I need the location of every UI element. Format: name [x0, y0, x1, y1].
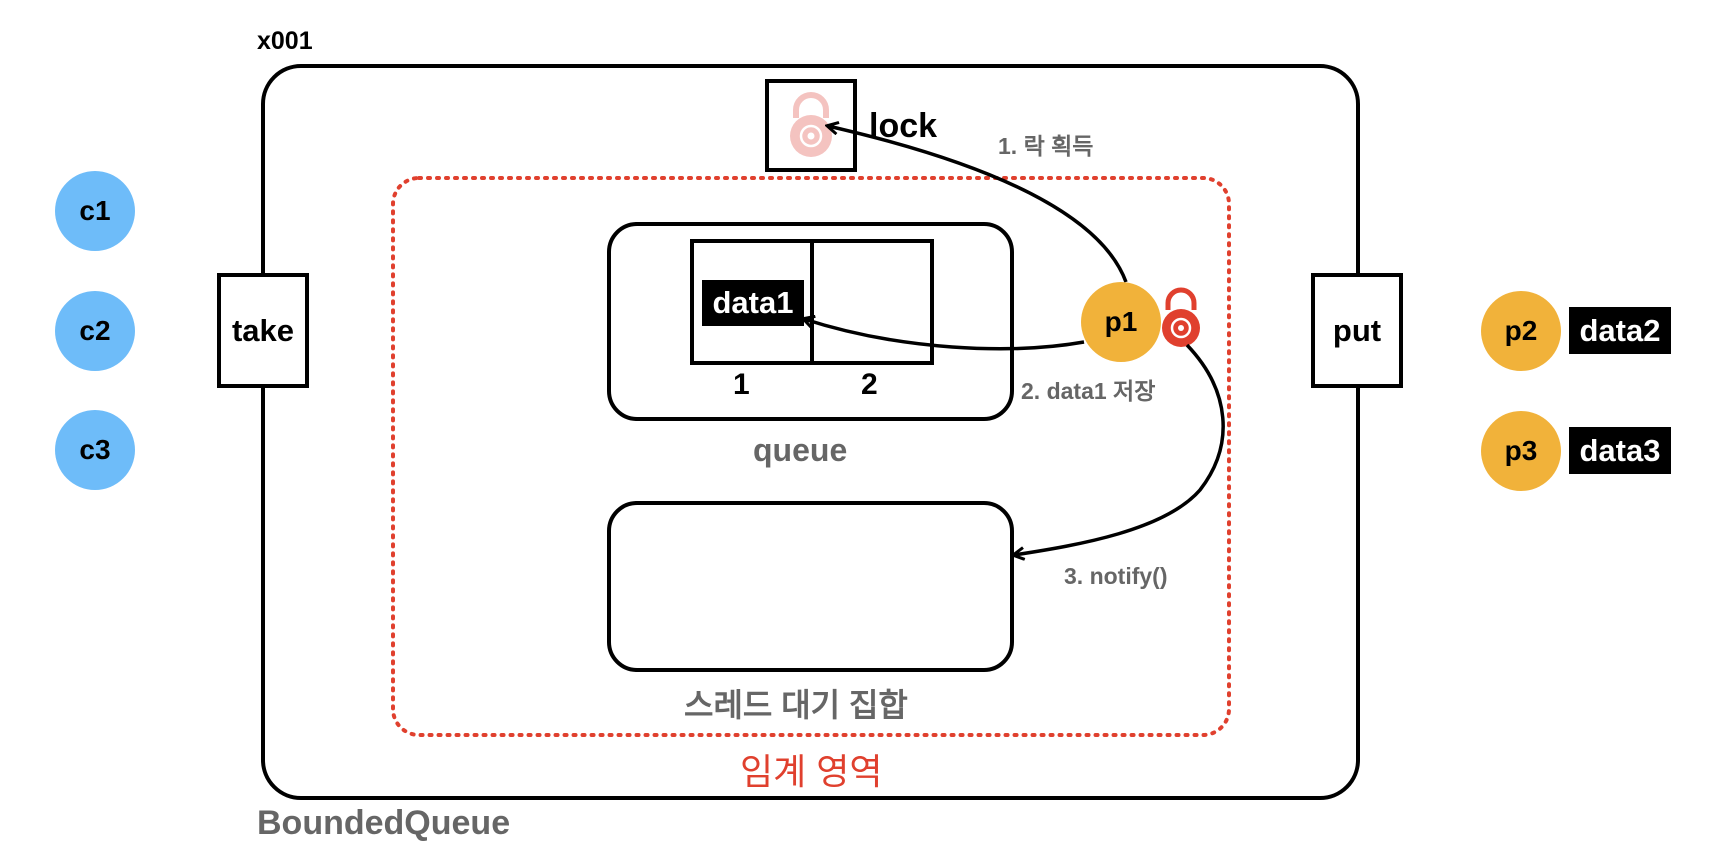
queue-slot-1-value: data1 [702, 280, 804, 326]
put-method-box[interactable]: put [1311, 273, 1403, 388]
wait-set-label: 스레드 대기 집합 [684, 687, 908, 723]
take-method-box[interactable]: take [217, 273, 309, 388]
producer-thread-p1: p1 [1081, 282, 1161, 362]
instance-label: x001 [257, 27, 313, 55]
producer-thread-p3: p3 [1481, 411, 1561, 491]
consumer-thread-c1: c1 [55, 171, 135, 251]
step3-label: 3. notify() [1064, 563, 1168, 589]
queue-index-1: 1 [733, 368, 750, 401]
critical-section-region [391, 176, 1231, 737]
class-label: BoundedQueue [257, 804, 511, 842]
step1-label: 1. 락 획득 [998, 133, 1094, 159]
put-method-label: put [1332, 312, 1382, 348]
take-method-label: take [231, 312, 295, 348]
acquired-lock-icon [1162, 287, 1200, 347]
arrow-store-data [804, 319, 1085, 351]
step2-label: 2. data1 저장 [1021, 378, 1156, 404]
arrow-acquire-lock [828, 126, 1128, 283]
lock-label: lock [869, 107, 938, 145]
queue-index-2: 2 [861, 368, 878, 401]
consumer-thread-c2: c2 [55, 291, 135, 371]
queue-slot-2 [810, 239, 934, 365]
lock-icon [790, 92, 832, 157]
wait-set-box [607, 501, 1014, 672]
queue-box [607, 222, 1014, 421]
queue-label: queue [753, 432, 848, 468]
producer-p3-data: data3 [1569, 427, 1671, 474]
bounded-queue-box [261, 64, 1360, 800]
critical-section-label: 임계 영역 [740, 751, 883, 792]
arrow-notify [1014, 343, 1225, 555]
producer-thread-p2: p2 [1481, 291, 1561, 371]
consumer-thread-c3: c3 [55, 410, 135, 490]
producer-p2-data: data2 [1569, 307, 1671, 354]
